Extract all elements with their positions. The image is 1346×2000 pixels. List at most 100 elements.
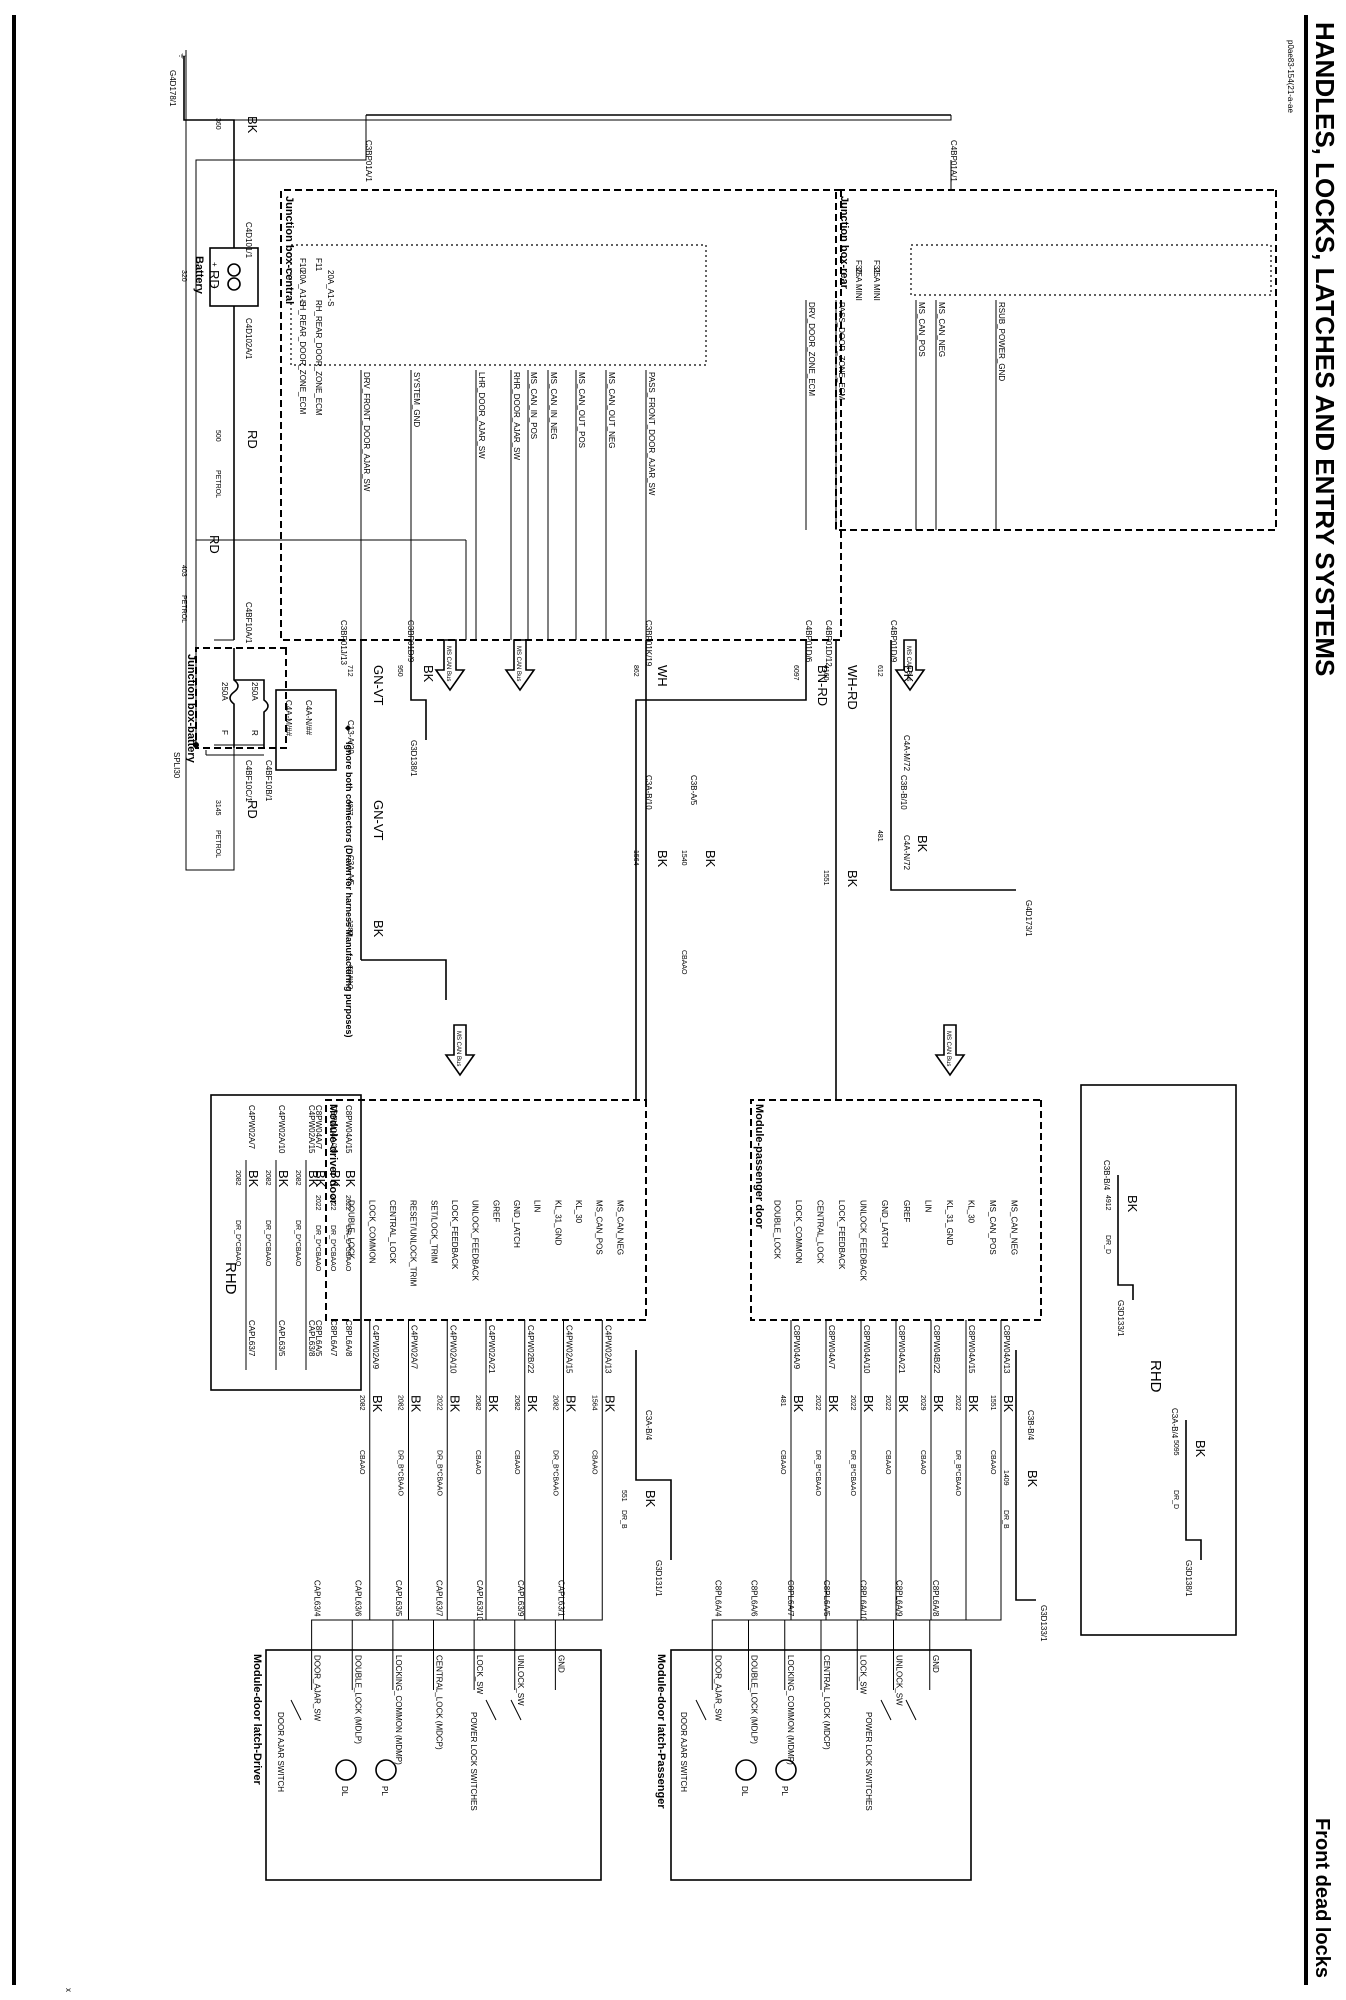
latch-pin-label: LOCKING_COMMON (MDMP) bbox=[394, 1655, 403, 1765]
rail-to-rear bbox=[186, 115, 952, 121]
rhd-ground-left-color: BK bbox=[1125, 1195, 1140, 1213]
rhd-row-num: 2082 bbox=[264, 1170, 271, 1186]
latch-connector: C8PL6A/4 bbox=[713, 1580, 722, 1617]
latch-wire bbox=[473, 1320, 526, 1650]
jbr-pin-label: MS_CAN_NEG bbox=[937, 302, 946, 357]
module-connector: C4PW02A/9 bbox=[371, 1325, 380, 1370]
jbc-inner-dotted bbox=[290, 244, 707, 366]
rhd-row-from: C8PW04A/10 bbox=[329, 1105, 338, 1154]
circuit-1564: 1564 bbox=[632, 850, 639, 866]
svg-text:MS CAN Bus: MS CAN Bus bbox=[905, 646, 911, 681]
latch-passenger-label: Module-door latch-Passenger bbox=[655, 1654, 667, 1809]
wire-color-whrd-4160: WH-RD bbox=[845, 665, 860, 710]
rhd-ground-left-ground: G3D133/1 bbox=[1116, 1300, 1125, 1337]
door-ajar-switch-icon bbox=[695, 1699, 707, 1721]
wire-color-bk-551: BK bbox=[643, 1490, 658, 1508]
latch-pin-label: CENTRAL_LOCK (MDCP) bbox=[435, 1655, 444, 1750]
rhd-row-to: CAPL63/8 bbox=[307, 1320, 316, 1357]
jbc-f10-id: F10 bbox=[298, 258, 307, 272]
module-pin-label: UNLOCK_FEEDBACK bbox=[471, 1200, 480, 1282]
wire-color: BK bbox=[525, 1395, 540, 1413]
wire-note: DR_B*CBAAO bbox=[435, 1450, 442, 1496]
jbr-f30-text: DRV_DOOR_ZONE_ECM bbox=[807, 302, 816, 396]
page-title: HANDLES, LOCKS, LATCHES AND ENTRY SYSTEM… bbox=[1310, 22, 1340, 676]
wire-bnrd-6097 bbox=[635, 640, 807, 1100]
latch-connector: C8PL6A/6 bbox=[750, 1580, 759, 1617]
power-lock-switches-label: POWER LOCK SWITCHES bbox=[864, 1712, 873, 1811]
door-ajar-switch-label: DOOR AJAR SWITCH bbox=[679, 1712, 688, 1792]
latch-pin-label: DOOR_AJAR_SW bbox=[713, 1655, 722, 1722]
note-petrol-3: PETROL bbox=[180, 595, 187, 623]
wire-note: CBAAO bbox=[358, 1450, 365, 1475]
wire-color-bk-360: BK bbox=[245, 116, 260, 134]
rhd-row-num: 2082 bbox=[234, 1170, 241, 1186]
circuit-950: 950 bbox=[396, 665, 403, 677]
wire-color: BK bbox=[1001, 1395, 1016, 1413]
pl-motor-icon bbox=[775, 1759, 797, 1781]
circuit-6097: 6097 bbox=[792, 665, 799, 681]
rhd-row-num: 2022 bbox=[314, 1195, 321, 1211]
svg-text:MS CAN Bus: MS CAN Bus bbox=[515, 646, 521, 681]
rhd-row-to: C8PL6A/8 bbox=[344, 1320, 353, 1357]
circuit-862: 862 bbox=[632, 665, 639, 677]
rhd-row-note: DR_D*CBAAO bbox=[264, 1220, 271, 1267]
rhd-table-rows: C4PW02A/7BK2082DR_D*CBAAOCAPL63/7C4PW02A… bbox=[234, 1105, 358, 1370]
wire-color-rd-500: RD bbox=[245, 430, 260, 449]
wire-color: BK bbox=[861, 1395, 876, 1413]
module-pin-label: LIN bbox=[923, 1200, 932, 1213]
corner-mark: x bbox=[64, 1988, 73, 1992]
battery-label: Battery bbox=[193, 256, 205, 295]
rhd-row-color: BK bbox=[276, 1170, 291, 1188]
jbr-label: Junction box-rear bbox=[838, 196, 850, 290]
svg-text:MS CAN Bus: MS CAN Bus bbox=[945, 1031, 951, 1066]
rhd-ground-right-conn: C3A-B/4 bbox=[1170, 1408, 1179, 1439]
rhd-ground-left-conn: C3B-B/4 bbox=[1102, 1160, 1111, 1191]
wire-bk-612 bbox=[890, 640, 1016, 891]
module-pin-label: KL_30 bbox=[574, 1200, 583, 1224]
conn-c3bp01k19: C3BP01K/19 bbox=[644, 620, 653, 667]
dl-motor-icon bbox=[335, 1759, 357, 1781]
jbc-pin-label: LHR_DOOR_AJAR_SW bbox=[477, 372, 486, 459]
power-lock-switches-label: POWER LOCK SWITCHES bbox=[469, 1712, 478, 1811]
circuit-number: 2082 bbox=[358, 1395, 365, 1411]
jbr-f31-text: PASS_DOOR_ZONE_ECM bbox=[837, 302, 846, 400]
wire-color-rd-3145: RD bbox=[245, 800, 260, 819]
module-connector: C4PW02A/10 bbox=[448, 1325, 457, 1374]
rhd-ground-right-color: BK bbox=[1193, 1440, 1208, 1458]
svg-text:MS CAN Bus: MS CAN Bus bbox=[455, 1031, 461, 1066]
conn-c3bp01a1: C3BP01A/1 bbox=[364, 140, 373, 182]
conn-c4bp01a1: C4BP01A/1 bbox=[949, 140, 958, 182]
module-connector: C4PW02A/13 bbox=[603, 1325, 612, 1374]
latch-passenger-switches: DL PL DOOR AJAR SWITCH POWER LOCK SWITCH… bbox=[679, 1699, 917, 1811]
circuit-1409: 1409 bbox=[1002, 1470, 1009, 1486]
jbb-pin-r: R bbox=[250, 730, 259, 736]
rhd-row-note: DR_D*CBAAO bbox=[294, 1220, 301, 1267]
wire-color: BK bbox=[409, 1395, 424, 1413]
latch-pin-label: UNLOCK_SW bbox=[516, 1655, 525, 1706]
circuit-481: 481 bbox=[876, 830, 883, 842]
conn-c3bp01j13: C3BP01J/13 bbox=[339, 620, 348, 665]
circuit-403: 403 bbox=[180, 565, 187, 577]
module-connector: C8PW04A/9 bbox=[792, 1325, 801, 1370]
wire-stub-jbb3 bbox=[205, 750, 264, 756]
wire-color-bk-950: BK bbox=[421, 665, 436, 683]
rhd-row-to: C8PL6A/7 bbox=[329, 1320, 338, 1357]
module-connector: C8PW04A/7 bbox=[827, 1325, 836, 1370]
pl-motor-icon bbox=[375, 1759, 397, 1781]
legend-note: Ignore both connectors (Drawn for harnes… bbox=[344, 742, 354, 1038]
wire-bk-950 bbox=[410, 640, 427, 740]
rhd-ground-left-note: DR_D bbox=[1104, 1235, 1111, 1254]
circuit-number: 2082 bbox=[513, 1395, 520, 1411]
svg-text:MS CAN Bus: MS CAN Bus bbox=[445, 646, 451, 681]
note-cbaao-2: CBAAO bbox=[680, 950, 687, 975]
note-dr-b-2: DR_B bbox=[1002, 1510, 1009, 1529]
module-pin-label: MS_CAN_NEG bbox=[1009, 1200, 1018, 1255]
rhd-row-note: DR_D*CBAAO bbox=[314, 1225, 321, 1272]
wire-color-bk-1540: BK bbox=[703, 850, 718, 868]
circuit-number: 1564 bbox=[590, 1395, 597, 1411]
wire-color: BK bbox=[791, 1395, 806, 1413]
latch-connector: CAPL63/1 bbox=[556, 1580, 565, 1617]
